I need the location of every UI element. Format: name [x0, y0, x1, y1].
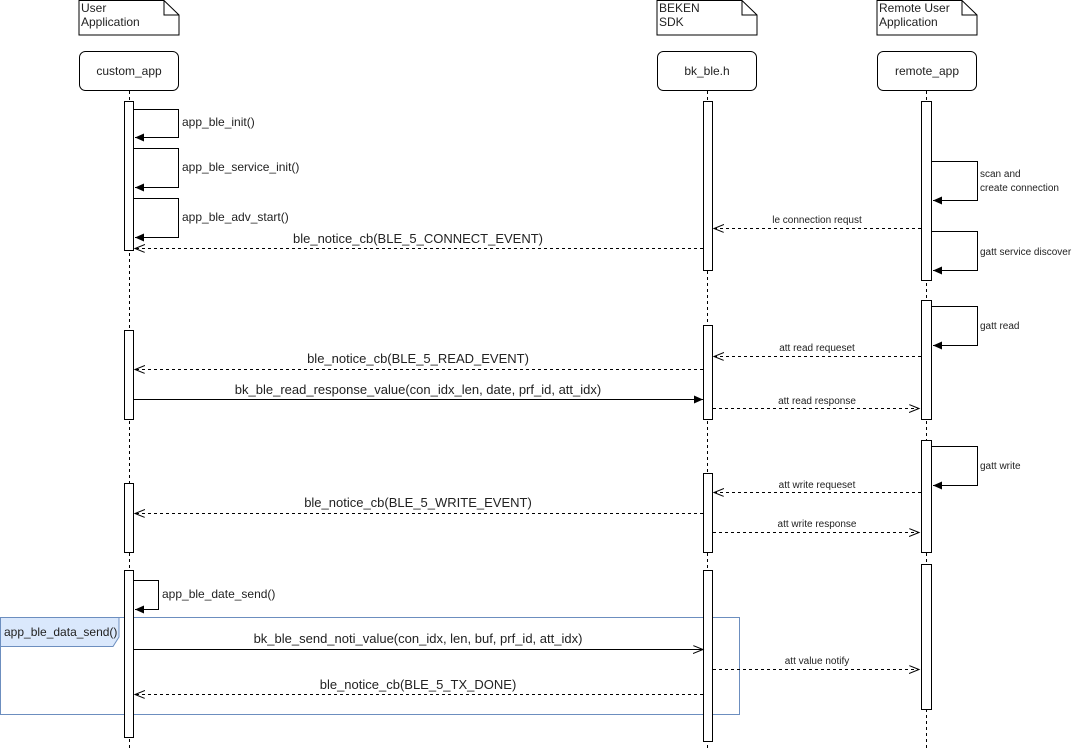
msg-app-ble-date-send: app_ble_date_send() [162, 587, 275, 601]
msg-gatt-service-discover: gatt service discover [980, 247, 1072, 258]
msg-app-ble-init: app_ble_init() [182, 115, 255, 129]
fragment-app-ble-data-send: app_ble_data_send() [0, 617, 740, 715]
self-call-app-ble-init [134, 109, 179, 142]
self-call-app-ble-service-init [134, 148, 179, 192]
activation-custom-app-1 [124, 101, 134, 251]
msg-att-read-request: att read requeset [779, 343, 855, 354]
activation-custom-app-2 [124, 330, 134, 420]
msg-app-ble-service-init: app_ble_service_init() [182, 160, 299, 174]
self-call-gatt-write [932, 446, 978, 490]
msg-read-event: ble_notice_cb(BLE_5_READ_EVENT) [307, 351, 529, 366]
msg-gatt-write: gatt write [980, 461, 1021, 472]
msg-scan-line1: scan and [980, 169, 1021, 180]
msg-write-event: ble_notice_cb(BLE_5_WRITE_EVENT) [304, 495, 532, 510]
note-beken-line1: BEKEN [659, 1, 700, 15]
note-remote-line1: Remote User [879, 1, 950, 15]
msg-read-response-value: bk_ble_read_response_value(con_idx_len, … [235, 382, 601, 397]
msg-scan-line2: create connection [980, 183, 1059, 194]
fragment-label: app_ble_data_send() [4, 625, 117, 639]
participant-bk-ble-label: bk_ble.h [684, 64, 729, 78]
note-remote-user-application: Remote User Application [876, 0, 978, 36]
activation-remote-app-1 [921, 101, 932, 281]
self-call-gatt-service-discover [932, 231, 978, 275]
msg-gatt-read: gatt read [980, 321, 1019, 332]
participant-remote-app: remote_app [877, 51, 977, 91]
participant-bk-ble: bk_ble.h [657, 51, 757, 91]
participant-custom-app-label: custom_app [96, 64, 162, 78]
self-call-app-ble-date-send [134, 580, 159, 614]
participant-custom-app: custom_app [79, 51, 179, 91]
activation-bk-ble-4 [703, 570, 713, 742]
activation-remote-app-2 [921, 300, 932, 420]
self-call-app-ble-adv-start [134, 198, 179, 242]
activation-remote-app-3 [921, 440, 932, 553]
activation-custom-app-3 [124, 483, 134, 553]
self-call-scan-create-connection [932, 161, 978, 205]
note-beken-sdk: BEKEN SDK [656, 0, 758, 36]
msg-att-value-notify: att value notify [785, 656, 849, 667]
note-remote-line2: Application [879, 15, 938, 29]
note-user-line1: User [81, 1, 106, 15]
msg-att-read-response: att read response [778, 396, 856, 407]
self-call-gatt-read [932, 306, 978, 350]
msg-att-write-response: att write response [778, 519, 857, 530]
participant-remote-app-label: remote_app [895, 64, 959, 78]
msg-send-noti-value: bk_ble_send_noti_value(con_idx, len, buf… [254, 631, 583, 646]
activation-remote-app-4 [921, 564, 932, 710]
activation-bk-ble-3 [703, 473, 713, 553]
msg-att-write-request: att write requeset [779, 480, 856, 491]
msg-tx-done: ble_notice_cb(BLE_5_TX_DONE) [320, 677, 517, 692]
note-beken-line2: SDK [659, 15, 684, 29]
note-user-application: User Application [78, 0, 180, 36]
msg-app-ble-adv-start: app_ble_adv_start() [182, 210, 289, 224]
activation-bk-ble-2 [703, 325, 713, 420]
activation-bk-ble-1 [703, 101, 713, 271]
msg-le-connection-request: le connection requst [772, 215, 862, 226]
note-user-line2: Application [81, 15, 140, 29]
activation-custom-app-4 [124, 570, 134, 738]
msg-connect-event: ble_notice_cb(BLE_5_CONNECT_EVENT) [293, 231, 543, 246]
